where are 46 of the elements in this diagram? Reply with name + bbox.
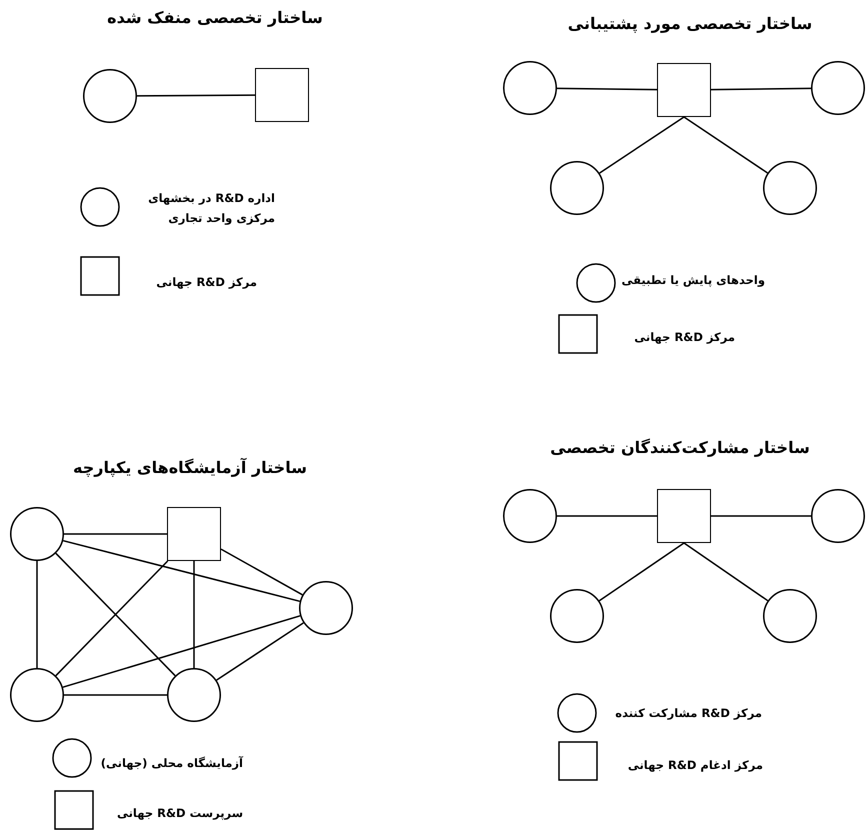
square-node <box>255 68 309 122</box>
connector-line <box>599 116 684 174</box>
circle-node <box>167 668 221 722</box>
legend-text: مرکز ادغام R&D جهانی <box>626 757 763 774</box>
square-node <box>657 63 711 117</box>
connector-line <box>64 533 167 535</box>
legend-text: مرکز R&D مشارکت کننده <box>614 705 762 722</box>
connector-line <box>684 542 768 602</box>
circle-node <box>503 489 557 543</box>
square-node <box>167 507 221 561</box>
circle-node <box>763 589 817 643</box>
circle-node <box>10 668 64 722</box>
connector-line <box>137 94 255 97</box>
legend-text: سرپرست R&D جهانی <box>116 805 243 822</box>
circle-node <box>10 507 64 561</box>
legend-text: مرکز R&D جهانی <box>633 329 735 346</box>
connector-line <box>64 694 167 696</box>
connector-line <box>216 622 304 681</box>
connector-line <box>193 561 195 668</box>
circle-node <box>503 61 557 115</box>
circle-node <box>83 69 137 123</box>
panel-title: ساختار آزمایشگاه‌های یکپارچه <box>73 458 307 477</box>
legend-text: اداره R&D در بخشهای مرکزی واحد تجاری <box>147 190 275 227</box>
connector-line <box>220 548 303 596</box>
circle-node <box>299 581 353 635</box>
connector-line <box>710 88 812 90</box>
legend-text: مرکز R&D جهانی <box>155 274 257 291</box>
connector-line <box>598 542 684 602</box>
circle-node <box>763 161 817 215</box>
connector-line <box>36 561 38 668</box>
connector-line <box>62 540 300 602</box>
connector-line <box>556 88 658 90</box>
circle-node <box>550 589 604 643</box>
connector-line <box>557 515 657 517</box>
legend-text: واحدهای پایش یا تطبیقی <box>620 272 765 289</box>
circle-node <box>811 61 865 115</box>
circle-node <box>550 161 604 215</box>
legend-text: آزمایشگاه محلی (جهانی) <box>100 755 243 772</box>
connector-line <box>62 615 300 688</box>
panel-title: ساختار تخصصی منفک شده <box>107 8 323 27</box>
square-node <box>657 489 711 543</box>
connector-line <box>711 515 811 517</box>
circle-node <box>811 489 865 543</box>
panel-title: ساختار مشارکت‌کنندگان تخصصی <box>550 438 810 457</box>
connector-line <box>684 116 768 174</box>
panel-title: ساختار تخصصی مورد پشتیبانی <box>568 14 812 33</box>
